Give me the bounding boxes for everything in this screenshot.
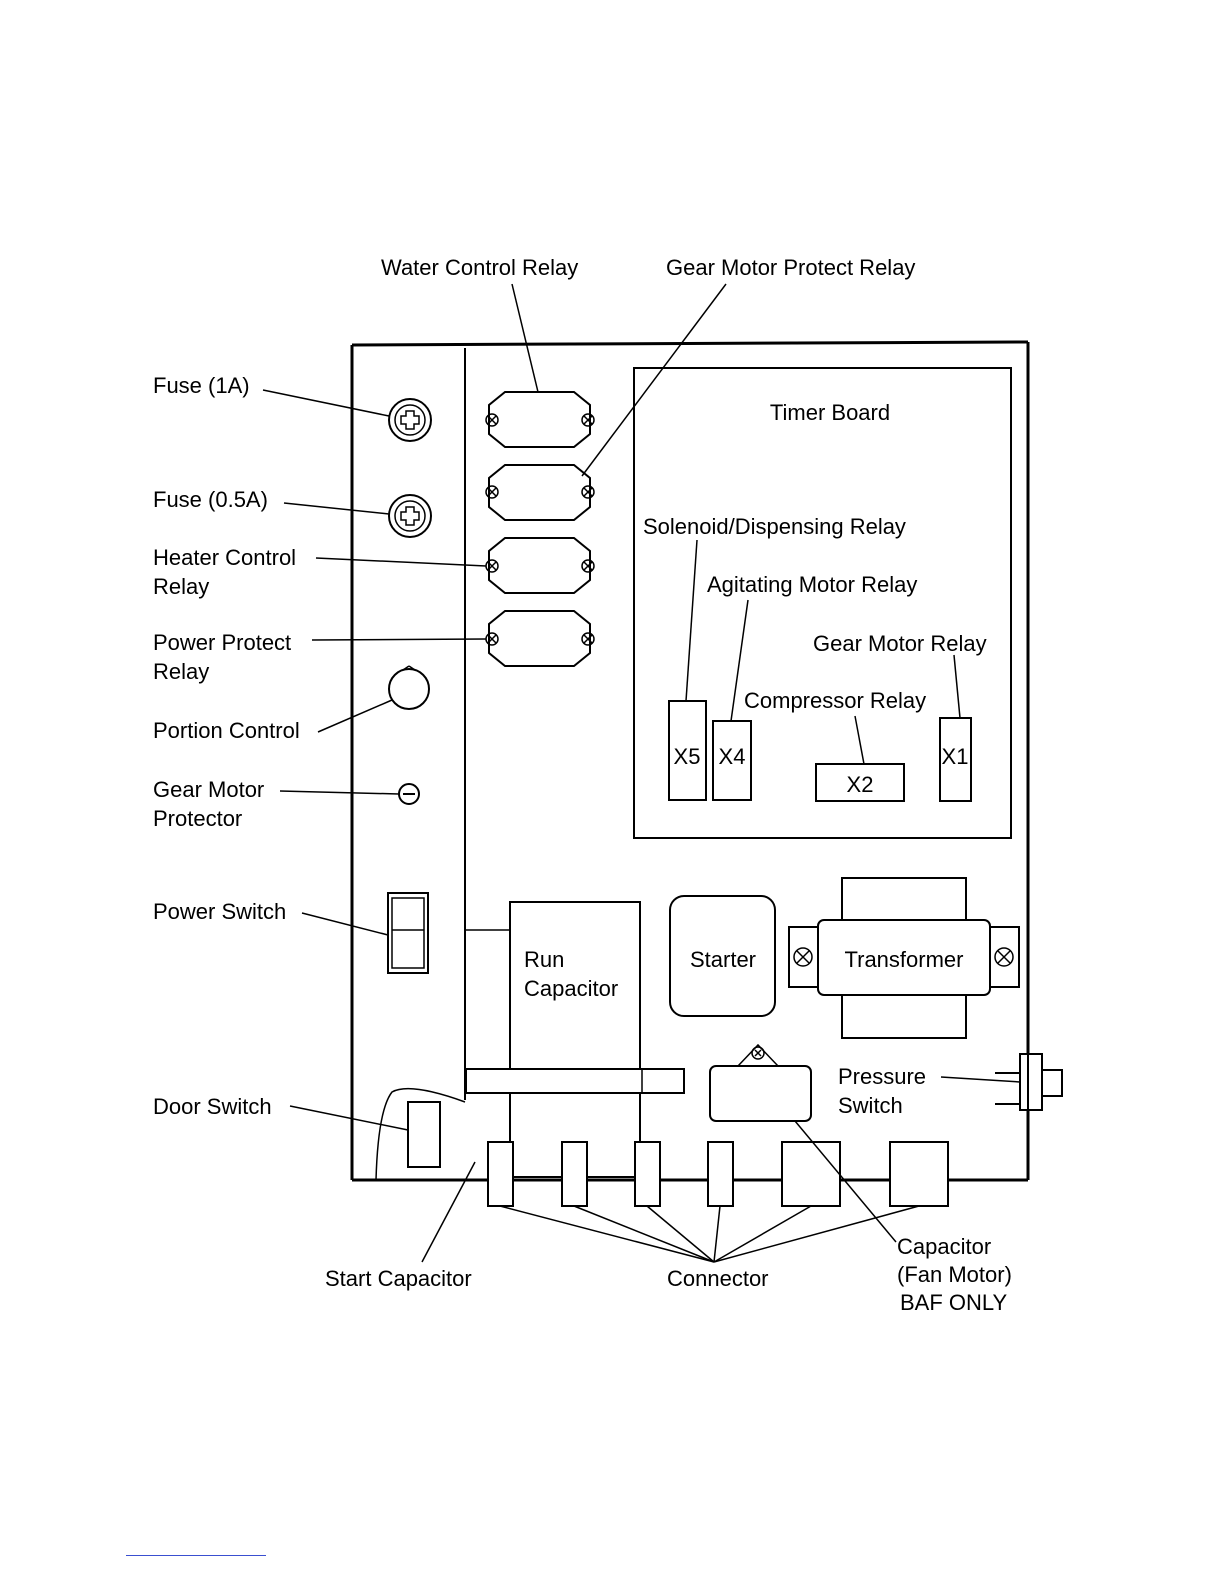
fuse-1a	[388, 398, 432, 442]
power-switch	[387, 892, 429, 974]
svg-text:Protector: Protector	[153, 806, 242, 831]
timer-board: Timer Board	[633, 367, 1012, 839]
svg-text:X4: X4	[719, 744, 746, 769]
starter: Starter	[669, 895, 776, 1017]
label-gear-motor-protector: Gear Motor	[153, 777, 264, 802]
svg-text:Relay: Relay	[153, 659, 209, 684]
relay-x1: X1	[939, 717, 972, 802]
run-capacitor: Run Capacitor	[466, 901, 641, 1178]
leader-lines	[262, 283, 1021, 1263]
portion-control-knob	[388, 665, 430, 710]
footer-underline	[126, 1555, 266, 1556]
label-pressure-switch: Pressure	[838, 1064, 926, 1089]
label-start-capacitor: Start Capacitor	[325, 1266, 472, 1291]
transformer: Transformer	[788, 877, 1020, 1039]
label-capacitor-fan: Capacitor	[897, 1234, 991, 1259]
label-power-switch: Power Switch	[153, 899, 286, 924]
door-switch	[407, 1101, 441, 1168]
label-compressor-relay: Compressor Relay	[744, 688, 926, 713]
svg-text:X5: X5	[674, 744, 701, 769]
pressure-switch	[995, 1025, 1063, 1140]
label-gear-motor-protect-relay: Gear Motor Protect Relay	[666, 255, 915, 280]
gear-motor-protector	[398, 783, 420, 805]
fan-motor-capacitor	[709, 1043, 812, 1122]
relay-x5: X5	[668, 700, 707, 801]
relay-heater-control	[485, 537, 595, 594]
svg-text:X1: X1	[942, 744, 969, 769]
svg-text:Transformer: Transformer	[845, 947, 964, 972]
relay-gear-motor-protect	[485, 464, 595, 521]
fuse-05a	[388, 494, 432, 538]
label-power-protect-relay: Power Protect	[153, 630, 291, 655]
start-capacitor	[465, 1068, 685, 1094]
relay-x4: X4	[712, 720, 752, 801]
svg-text:Relay: Relay	[153, 574, 209, 599]
connectors	[487, 1141, 949, 1207]
relay-water-control	[485, 391, 595, 448]
svg-text:Run: Run	[524, 947, 564, 972]
timer-board-label: Timer Board	[770, 400, 890, 425]
label-agitating-motor-relay: Agitating Motor Relay	[707, 572, 917, 597]
svg-text:X2: X2	[847, 772, 874, 797]
label-fuse-1a: Fuse (1A)	[153, 373, 250, 398]
svg-text:Switch: Switch	[838, 1093, 903, 1118]
relay-x2: X2	[815, 763, 905, 802]
label-gear-motor-relay: Gear Motor Relay	[813, 631, 987, 656]
label-heater-control-relay: Heater Control	[153, 545, 296, 570]
label-solenoid-relay: Solenoid/Dispensing Relay	[643, 514, 906, 539]
label-door-switch: Door Switch	[153, 1094, 272, 1119]
label-fuse-05a: Fuse (0.5A)	[153, 487, 268, 512]
svg-text:(Fan Motor): (Fan Motor)	[897, 1262, 1012, 1287]
label-portion-control: Portion Control	[153, 718, 300, 743]
label-water-control-relay: Water Control Relay	[381, 255, 578, 280]
svg-text:BAF ONLY: BAF ONLY	[900, 1290, 1008, 1315]
svg-text:Starter: Starter	[690, 947, 756, 972]
label-connector: Connector	[667, 1266, 769, 1291]
relay-power-protect	[485, 610, 595, 667]
svg-text:Capacitor: Capacitor	[524, 976, 618, 1001]
